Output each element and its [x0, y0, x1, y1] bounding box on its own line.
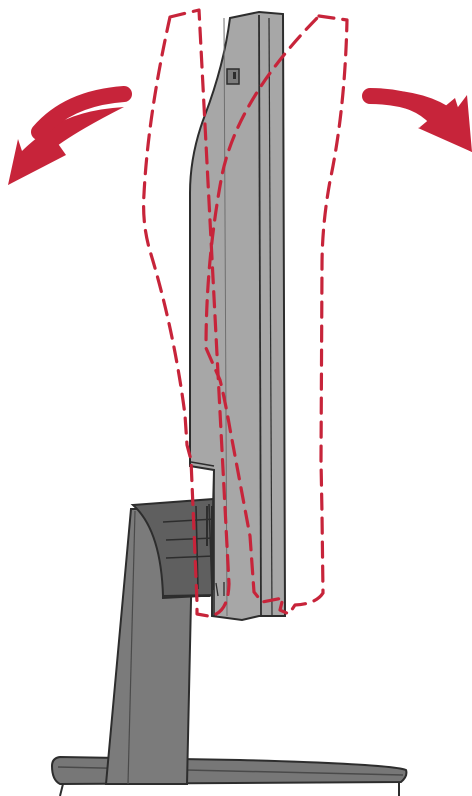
curved-arrow-right-icon: [362, 88, 472, 152]
monitor-panel: [189, 10, 287, 622]
tilt-forward-outline: [204, 14, 349, 616]
monitor-stand-hinge: [130, 497, 222, 599]
curved-arrow-left-icon: [8, 86, 132, 185]
tilt-back-outline: [142, 8, 231, 618]
monitor-base: [50, 755, 408, 796]
tilt-outlines: [142, 8, 349, 618]
